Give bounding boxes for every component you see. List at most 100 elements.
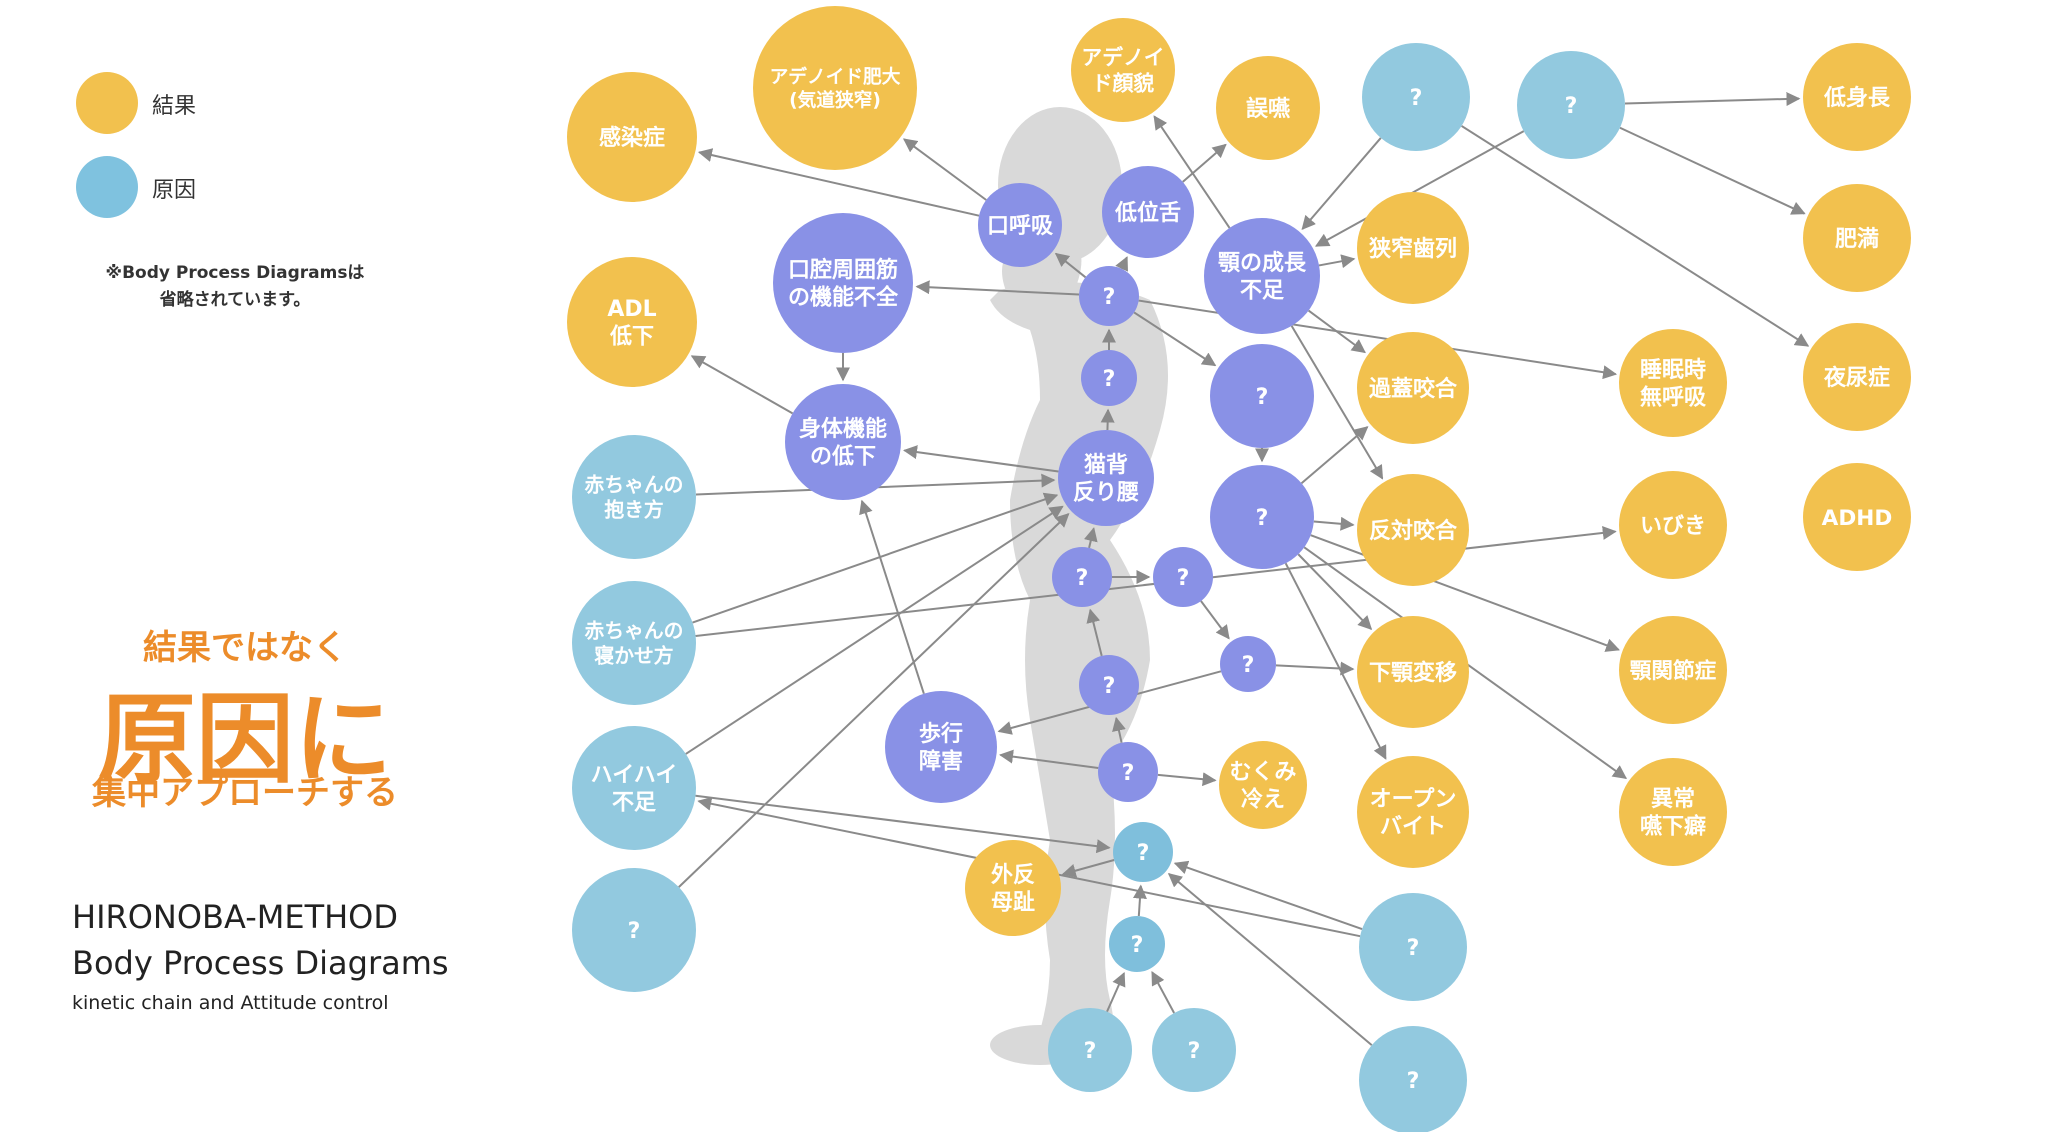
node-cause-left: ?: [572, 868, 696, 992]
node-circle: [753, 6, 917, 170]
node-label: いびき: [1640, 514, 1706, 539]
node-label: ?: [1410, 86, 1423, 111]
edge-q_hip_l-to-hunchback: [1083, 527, 1098, 549]
node-label: 顎関節症: [1630, 658, 1717, 684]
edge-baby_sleeping-to-hunchback: [692, 492, 1059, 624]
node-label: 顎の成長: [1218, 251, 1307, 276]
node-label: ハイハイ: [591, 763, 678, 788]
node-overbite: 過蓋咬合: [1357, 332, 1469, 444]
node-cause-foot1: ?: [1048, 1008, 1132, 1092]
method-caption: kinetic chain and Attitude control: [72, 992, 389, 1014]
node-q-shin: ?: [1113, 822, 1173, 882]
node-label: アデノイ: [1081, 45, 1164, 69]
node-label: 猫背: [1084, 453, 1128, 478]
node-circle: [1357, 616, 1469, 728]
node-circle: [1619, 329, 1727, 437]
node-circle: [1210, 465, 1314, 569]
node-label: 赤ちゃんの: [585, 620, 684, 643]
node-circle: [1517, 51, 1625, 159]
node-label: ?: [1242, 653, 1255, 678]
edge-q_mid-to-tmj: [1310, 534, 1620, 652]
edge-q_shin-to-hallux_valgus: [1061, 859, 1115, 878]
node-q-neck: ?: [1079, 266, 1139, 326]
method-subtitle: Body Process Diagrams: [72, 944, 449, 982]
node-label: 嚥下癖: [1640, 814, 1706, 840]
node-label: ?: [1131, 933, 1144, 958]
edge-cause_top2-to-jaw_growth: [1315, 130, 1525, 247]
edge-q_mid-to-open_bite: [1284, 562, 1387, 760]
node-label: ?: [1103, 285, 1116, 310]
edge-cause_right1-to-q_shin: [1173, 860, 1363, 931]
node-label: 不足: [612, 791, 656, 816]
node-label: 口呼吸: [987, 214, 1054, 239]
node-circle: [572, 868, 696, 992]
node-circle: [1219, 741, 1307, 829]
node-label: 反り腰: [1073, 481, 1139, 506]
node-q-back: ?: [1210, 344, 1314, 448]
node-label: ?: [628, 919, 641, 944]
edge-q_mid-to-crossbite: [1313, 516, 1355, 531]
edge-q_hip_r-to-q_thigh_r: [1200, 600, 1230, 640]
edge-q_thigh-to-q_hip_l: [1086, 608, 1103, 657]
node-circle: [1079, 266, 1139, 326]
node-label: ?: [1256, 506, 1269, 531]
node-label: むくみ: [1230, 760, 1297, 785]
edge-cause_foot1-to-q_ankle: [1106, 971, 1126, 1013]
node-narrow-dentition: 狭窄歯列: [1357, 192, 1469, 304]
node-circle: [572, 435, 696, 559]
node-circle: [965, 840, 1061, 936]
node-label: 狭窄歯列: [1368, 236, 1457, 262]
node-circle: [1619, 616, 1727, 724]
node-label: 低身長: [1823, 85, 1891, 111]
node-circle: [1113, 822, 1173, 882]
node-obesity: 肥満: [1803, 184, 1911, 292]
edge-jaw_growth-to-narrow_dentition: [1318, 254, 1356, 269]
node-label: 歩行: [919, 721, 963, 747]
legend-note-line1: ※Body Process Diagramsは: [105, 263, 365, 283]
node-label: ?: [1407, 1069, 1420, 1094]
edge-hunchback-to-body_decline: [903, 445, 1059, 473]
edge-q_neck-to-low_tongue: [1115, 256, 1128, 272]
node-circle: [978, 183, 1062, 267]
node-label: ?: [1103, 367, 1116, 392]
node-cause-right2: ?: [1359, 1026, 1467, 1132]
node-mouth-breathing: 口呼吸: [978, 183, 1062, 267]
node-q-knee: ?: [1098, 742, 1158, 802]
edge-mouth_breathing-to-infection: [697, 148, 980, 217]
node-circle: [1619, 758, 1727, 866]
edge-hunchback-to-q_chest: [1100, 408, 1115, 431]
node-q-thigh: ?: [1079, 655, 1139, 715]
node-label: ?: [1122, 761, 1135, 786]
node-circle: [1052, 547, 1112, 607]
node-circle: [885, 691, 997, 803]
node-snoring: いびき: [1619, 471, 1727, 579]
edge-crawling-to-hunchback: [685, 505, 1064, 755]
node-tmj: 顎関節症: [1619, 616, 1727, 724]
node-circle: [1619, 471, 1727, 579]
edge-cause_right2-to-q_shin: [1167, 873, 1373, 1046]
legend-result-swatch: [76, 72, 138, 134]
node-label: ?: [1177, 566, 1190, 591]
node-circle: [1803, 323, 1911, 431]
node-label: ?: [1565, 94, 1578, 119]
node-circle: [1210, 344, 1314, 448]
edge-jaw_growth-to-crossbite: [1290, 325, 1384, 480]
node-circle: [1803, 184, 1911, 292]
node-circle: [773, 213, 913, 353]
node-circle: [1071, 18, 1175, 122]
node-q-ankle: ?: [1109, 916, 1165, 972]
node-circle: [572, 581, 696, 705]
node-label: アデノイド肥大: [770, 66, 901, 88]
node-label: 寝かせ方: [594, 645, 673, 668]
node-cause-top2: ?: [1517, 51, 1625, 159]
node-crossbite: 反対咬合: [1357, 474, 1469, 586]
edge-cause_left-to-hunchback: [678, 512, 1070, 888]
node-q-hip-l: ?: [1052, 547, 1112, 607]
